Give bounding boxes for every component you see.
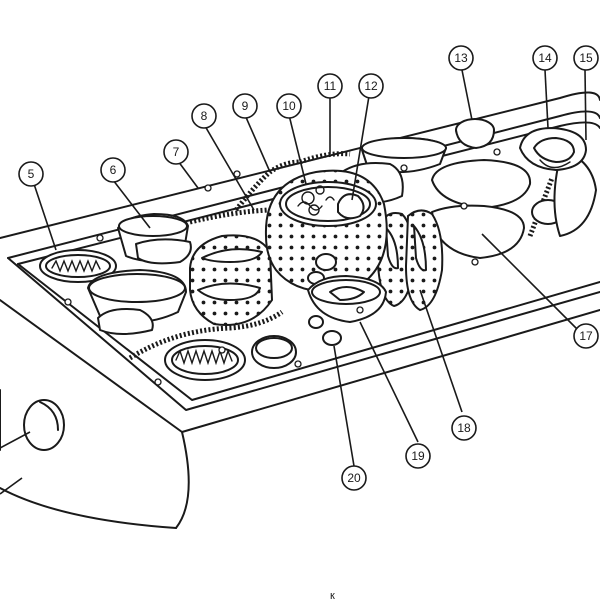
- label-7: 7: [163, 139, 189, 165]
- label-5-text: 5: [28, 167, 35, 181]
- label-14: 14: [532, 45, 558, 71]
- label-19-text: 19: [411, 449, 425, 463]
- footer-glyph: к: [330, 590, 335, 600]
- label-14-text: 14: [538, 51, 552, 65]
- label-11: 11: [317, 73, 343, 99]
- label-18-text: 18: [457, 421, 471, 435]
- label-19: 19: [405, 443, 431, 469]
- label-9: 9: [232, 93, 258, 119]
- label-13-text: 13: [454, 51, 468, 65]
- nucleus: [264, 169, 388, 293]
- label-18: 18: [451, 415, 477, 441]
- mitochondrion: [39, 249, 117, 283]
- vesicle: [251, 253, 342, 369]
- label-13: 13: [448, 45, 474, 71]
- label-15-text: 15: [579, 51, 593, 65]
- label-15: 15: [573, 45, 599, 71]
- ribosomes: [64, 148, 501, 386]
- label-12-text: 12: [364, 79, 378, 93]
- label-20-text: 20: [347, 471, 361, 485]
- label-7-text: 7: [173, 145, 180, 159]
- leader-lines: [0, 69, 587, 495]
- label-12: 12: [358, 73, 384, 99]
- label-8: 8: [191, 103, 217, 129]
- nucleolus: [337, 193, 365, 220]
- label-5: 5: [18, 161, 44, 187]
- label-17-text: 17: [579, 329, 593, 343]
- cell-wall: [0, 91, 600, 529]
- label-9-text: 9: [242, 99, 249, 113]
- label-10: 10: [276, 93, 302, 119]
- label-8-text: 8: [201, 109, 208, 123]
- vacuole: [87, 269, 187, 335]
- label-6: 6: [100, 157, 126, 183]
- cell-wall-pit: [23, 399, 65, 451]
- chromatin: [297, 185, 335, 216]
- chloroplast: [376, 209, 444, 312]
- label-6-text: 6: [110, 163, 117, 177]
- label-11-text: 11: [324, 79, 337, 93]
- vacuole: [117, 213, 192, 265]
- vacuole: [531, 149, 597, 237]
- golgi-apparatus: [519, 127, 587, 171]
- label-17: 17: [573, 323, 599, 349]
- vacuole: [455, 118, 495, 149]
- golgi-vesicle: [307, 275, 387, 323]
- label-10-text: 10: [282, 99, 296, 113]
- mitochondrion: [164, 339, 246, 381]
- vacuole: [431, 159, 532, 259]
- chloroplast: [189, 234, 274, 326]
- label-20: 20: [341, 465, 367, 491]
